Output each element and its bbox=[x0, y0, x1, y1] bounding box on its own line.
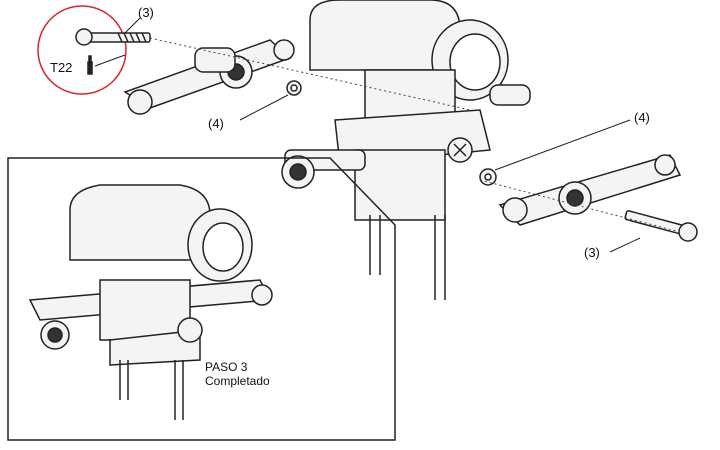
callout-washer-right: (4) bbox=[634, 110, 650, 125]
callout-screw-top: (3) bbox=[138, 5, 154, 20]
callout-tool: T22 bbox=[50, 60, 73, 75]
rotor-head bbox=[281, 0, 531, 300]
highlight-circle bbox=[37, 5, 127, 95]
inset-status: Completado bbox=[205, 374, 270, 388]
callout-washer-left: (4) bbox=[208, 116, 224, 131]
callout-screw-right: (3) bbox=[584, 245, 600, 260]
screw-top-left bbox=[75, 28, 151, 46]
inset-assembly bbox=[28, 184, 273, 420]
inset-step: PASO 3 bbox=[205, 360, 248, 374]
inset-frame bbox=[7, 157, 396, 441]
inset-caption: PASO 3 Completado bbox=[205, 360, 270, 388]
tool-icon bbox=[87, 55, 93, 75]
mixing-arm-left bbox=[123, 39, 295, 115]
mixing-arm-right bbox=[498, 154, 682, 226]
screw-right bbox=[624, 210, 698, 242]
